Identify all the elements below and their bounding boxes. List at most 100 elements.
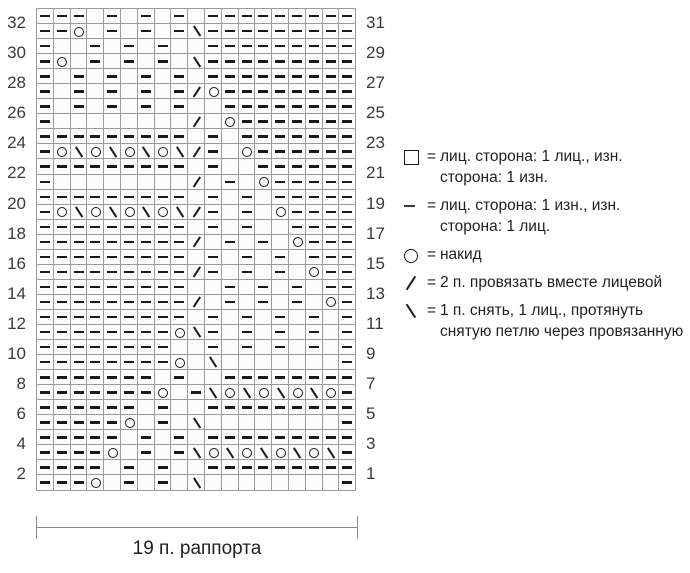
- cell-purl: [87, 264, 105, 280]
- cell-purl: [221, 9, 239, 25]
- cell-empty: [120, 24, 138, 40]
- cell-purl: [154, 54, 172, 70]
- cell-purl: [104, 99, 121, 115]
- cell-purl: [204, 309, 222, 325]
- cell-empty: [188, 69, 205, 85]
- row-label-left: 18: [7, 223, 26, 243]
- cell-empty: [221, 219, 239, 235]
- cell-purl: [204, 159, 222, 175]
- cell-empty: [137, 460, 155, 476]
- cell-purl: [255, 39, 273, 55]
- cell-yarn-over: [288, 234, 306, 250]
- cell-empty: [171, 385, 189, 401]
- cell-purl: [322, 69, 340, 85]
- cell-ssk: [188, 324, 205, 341]
- cell-purl: [70, 9, 88, 25]
- grid-row: [37, 430, 357, 446]
- cell-purl: [339, 159, 357, 175]
- cell-purl: [120, 324, 138, 341]
- cell-purl: [238, 9, 256, 25]
- cell-empty: [204, 415, 222, 431]
- cell-purl: [272, 54, 289, 70]
- cell-purl: [305, 204, 323, 220]
- cell-empty: [171, 39, 189, 55]
- cell-purl: [70, 309, 88, 325]
- cell-purl: [37, 264, 54, 280]
- cell-purl: [137, 294, 155, 310]
- cell-purl: [288, 39, 306, 55]
- cell-yarn-over: [104, 445, 121, 461]
- cell-purl: [70, 219, 88, 235]
- cell-ssk: [70, 204, 88, 220]
- cell-empty: [137, 174, 155, 190]
- cell-k2tog: [188, 294, 205, 310]
- cell-k2tog: [188, 264, 205, 280]
- cell-purl: [221, 279, 239, 295]
- cell-purl: [154, 475, 172, 491]
- cell-purl: [339, 415, 357, 431]
- cell-empty: [188, 355, 205, 371]
- cell-empty: [255, 415, 273, 431]
- cell-purl: [120, 219, 138, 235]
- cell-empty: [154, 430, 172, 446]
- cell-empty: [322, 309, 340, 325]
- cell-empty: [238, 294, 256, 310]
- cell-purl: [37, 24, 54, 40]
- cell-empty: [272, 279, 289, 295]
- row-label-left: 22: [7, 163, 26, 183]
- cell-purl: [53, 400, 71, 416]
- cell-purl: [120, 39, 138, 55]
- cell-purl: [154, 159, 172, 175]
- cell-purl: [87, 445, 105, 461]
- cell-purl: [288, 9, 306, 25]
- cell-empty: [221, 415, 239, 431]
- cell-empty: [255, 324, 273, 341]
- cell-purl: [288, 460, 306, 476]
- grid-row: [37, 294, 357, 310]
- cell-purl: [339, 54, 357, 70]
- cell-purl: [305, 174, 323, 190]
- cell-purl: [238, 264, 256, 280]
- cell-purl: [288, 84, 306, 100]
- cell-purl: [255, 9, 273, 25]
- cell-purl: [305, 114, 323, 130]
- cell-empty: [272, 219, 289, 235]
- cell-purl: [322, 279, 340, 295]
- cell-purl: [137, 219, 155, 235]
- cell-purl: [53, 430, 71, 446]
- cell-purl: [171, 279, 189, 295]
- yarn-over-icon: [400, 244, 422, 265]
- cell-purl: [221, 460, 239, 476]
- legend-equals: =: [427, 246, 437, 263]
- cell-purl: [272, 39, 289, 55]
- cell-purl: [339, 309, 357, 325]
- cell-purl: [53, 264, 71, 280]
- cell-purl: [238, 309, 256, 325]
- cell-purl: [70, 324, 88, 341]
- cell-purl: [255, 159, 273, 175]
- cell-purl: [305, 99, 323, 115]
- cell-purl: [137, 340, 155, 356]
- cell-purl: [272, 174, 289, 190]
- cell-yarn-over: [87, 144, 105, 160]
- cell-purl: [288, 99, 306, 115]
- cell-purl: [255, 114, 273, 130]
- repeat-caption: 19 п. раппорта: [132, 538, 262, 559]
- cell-purl: [255, 99, 273, 115]
- cell-empty: [305, 294, 323, 310]
- row-label-right: 27: [366, 73, 385, 93]
- row-label-left: 4: [16, 434, 26, 454]
- cell-ssk: [137, 144, 155, 160]
- cell-empty: [272, 234, 289, 250]
- cell-empty: [255, 204, 273, 220]
- cell-empty: [104, 475, 121, 491]
- cell-purl: [53, 385, 71, 401]
- cell-purl: [305, 159, 323, 175]
- cell-purl: [70, 264, 88, 280]
- cell-purl: [70, 249, 88, 265]
- cell-purl: [204, 204, 222, 220]
- cell-empty: [188, 129, 205, 145]
- cell-empty: [53, 69, 71, 85]
- row-label-left: 20: [7, 193, 26, 213]
